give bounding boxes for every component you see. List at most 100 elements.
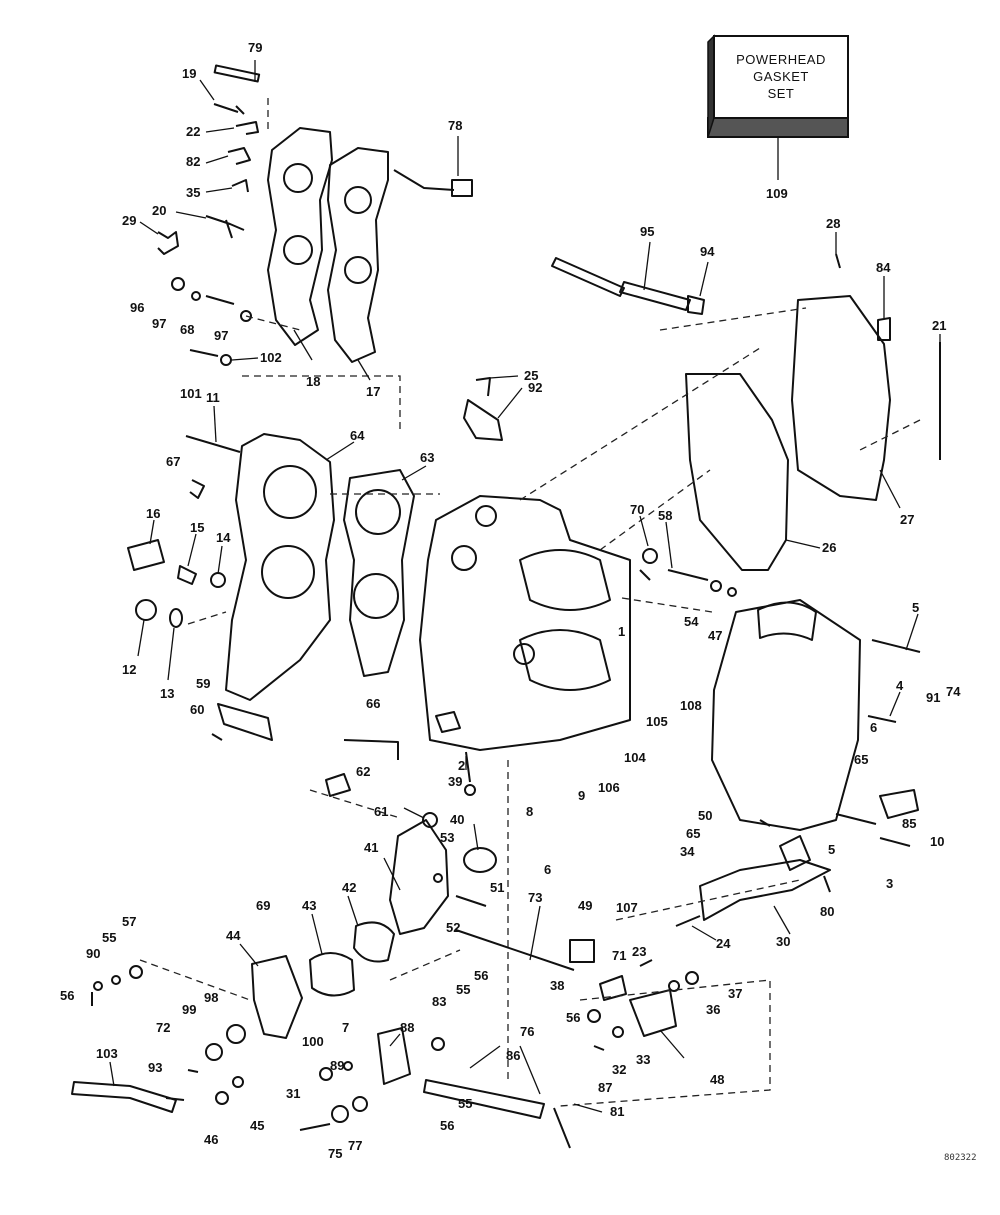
connector-71 bbox=[599, 975, 627, 1001]
callout-75: 75 bbox=[328, 1146, 342, 1161]
callout-73: 73 bbox=[528, 890, 542, 905]
callout-76: 76 bbox=[520, 1024, 534, 1039]
callout-84: 84 bbox=[876, 260, 891, 275]
leader-86b bbox=[519, 1045, 541, 1095]
pin-3 bbox=[879, 837, 911, 847]
throttle-cam-41 bbox=[389, 819, 449, 935]
callout-61: 61 bbox=[374, 804, 388, 819]
nut-100 bbox=[319, 1067, 333, 1081]
pin-56 bbox=[587, 1009, 601, 1023]
screw-60 bbox=[211, 733, 223, 741]
sensor-wire-78 bbox=[393, 169, 455, 191]
callout-55: 55 bbox=[102, 930, 116, 945]
leader-17 bbox=[357, 359, 371, 381]
leader-43 bbox=[311, 913, 323, 955]
callout-5b: 5 bbox=[828, 842, 835, 857]
callout-59: 59 bbox=[196, 676, 210, 691]
callout-30: 30 bbox=[776, 934, 790, 949]
nut-36 bbox=[668, 980, 680, 992]
head-gasket-17 bbox=[327, 147, 389, 363]
spark-plug-20 bbox=[205, 215, 245, 239]
leader-61 bbox=[403, 807, 425, 819]
leader-22 bbox=[205, 127, 235, 133]
washer-97b bbox=[240, 310, 252, 322]
callout-81: 81 bbox=[610, 1104, 624, 1119]
dash-10 bbox=[621, 597, 713, 613]
callout-49: 49 bbox=[578, 898, 592, 913]
dash-2 bbox=[245, 315, 301, 331]
dash-12 bbox=[139, 959, 251, 1001]
gasket-box-line-3: SET bbox=[768, 86, 795, 101]
callout-67: 67 bbox=[166, 454, 180, 469]
callout-87: 87 bbox=[598, 1080, 612, 1095]
crankcase-half-body bbox=[711, 599, 861, 831]
callout-66: 66 bbox=[366, 696, 380, 711]
exhaust-cover-27 bbox=[791, 295, 891, 501]
cylinder-head-bore-1 bbox=[263, 465, 317, 519]
washer-14 bbox=[210, 572, 226, 588]
pin-95 bbox=[551, 257, 625, 297]
bolt-31 bbox=[299, 1123, 331, 1131]
washer-97 bbox=[191, 291, 201, 301]
callout-39: 39 bbox=[448, 774, 462, 789]
callout-58: 58 bbox=[658, 508, 672, 523]
leader-94 bbox=[699, 261, 709, 297]
callout-45: 45 bbox=[250, 1118, 264, 1133]
callout-105: 105 bbox=[646, 714, 668, 729]
callout-32: 32 bbox=[612, 1062, 626, 1077]
dash-6 bbox=[519, 347, 761, 501]
leader-35 bbox=[205, 187, 233, 193]
callout-12: 12 bbox=[122, 662, 136, 677]
bracket-62 bbox=[325, 773, 351, 797]
bushing-70 bbox=[642, 548, 658, 564]
callout-64: 64 bbox=[350, 428, 365, 443]
clip-67 bbox=[189, 479, 205, 499]
cylinder-head-assembly bbox=[127, 433, 415, 701]
pin-1 bbox=[639, 569, 651, 581]
callout-15: 15 bbox=[190, 520, 204, 535]
spring-53 bbox=[433, 873, 443, 883]
washer-54 bbox=[710, 580, 722, 592]
spring-16 bbox=[127, 539, 165, 571]
callout-17: 17 bbox=[366, 384, 380, 399]
clip-29 bbox=[157, 231, 179, 255]
washer-45 bbox=[232, 1076, 244, 1088]
crankcase-right-half bbox=[639, 548, 921, 847]
callout-labels: 79 19 22 82 35 20 29 96 97 68 97 101 102… bbox=[60, 40, 961, 1161]
callout-74: 74 bbox=[946, 684, 961, 699]
leader-86a bbox=[469, 1045, 501, 1069]
callout-23: 23 bbox=[632, 944, 646, 959]
callout-36: 36 bbox=[706, 1002, 720, 1017]
washer-90 bbox=[93, 981, 103, 991]
screw-51 bbox=[455, 895, 487, 907]
nut-46 bbox=[215, 1091, 229, 1105]
head-gasket-port-1 bbox=[344, 186, 372, 214]
leader-64 bbox=[325, 441, 355, 461]
washer-55 bbox=[111, 975, 121, 985]
leader-48 bbox=[659, 1029, 685, 1059]
callout-53: 53 bbox=[440, 830, 454, 845]
plate-44 bbox=[251, 955, 303, 1039]
callout-33: 33 bbox=[636, 1052, 650, 1067]
screw-101 bbox=[189, 349, 219, 357]
seal-13 bbox=[169, 608, 183, 628]
callout-54: 54 bbox=[684, 614, 699, 629]
callout-41: 41 bbox=[364, 840, 378, 855]
callout-40: 40 bbox=[450, 812, 464, 827]
callout-50: 50 bbox=[698, 808, 712, 823]
callout-55c: 55 bbox=[458, 1096, 472, 1111]
callout-97: 97 bbox=[152, 316, 166, 331]
callout-95: 95 bbox=[640, 224, 654, 239]
leader-5 bbox=[905, 613, 919, 651]
callout-65b: 65 bbox=[686, 826, 700, 841]
callout-27: 27 bbox=[900, 512, 914, 527]
callout-46: 46 bbox=[204, 1132, 218, 1147]
callout-43: 43 bbox=[302, 898, 316, 913]
sensor-78 bbox=[451, 179, 473, 197]
head-cover-port-2 bbox=[283, 235, 313, 265]
callout-38: 38 bbox=[550, 978, 564, 993]
head-cover-18 bbox=[267, 127, 333, 346]
callout-26: 26 bbox=[822, 540, 836, 555]
leader-70 bbox=[639, 515, 649, 547]
